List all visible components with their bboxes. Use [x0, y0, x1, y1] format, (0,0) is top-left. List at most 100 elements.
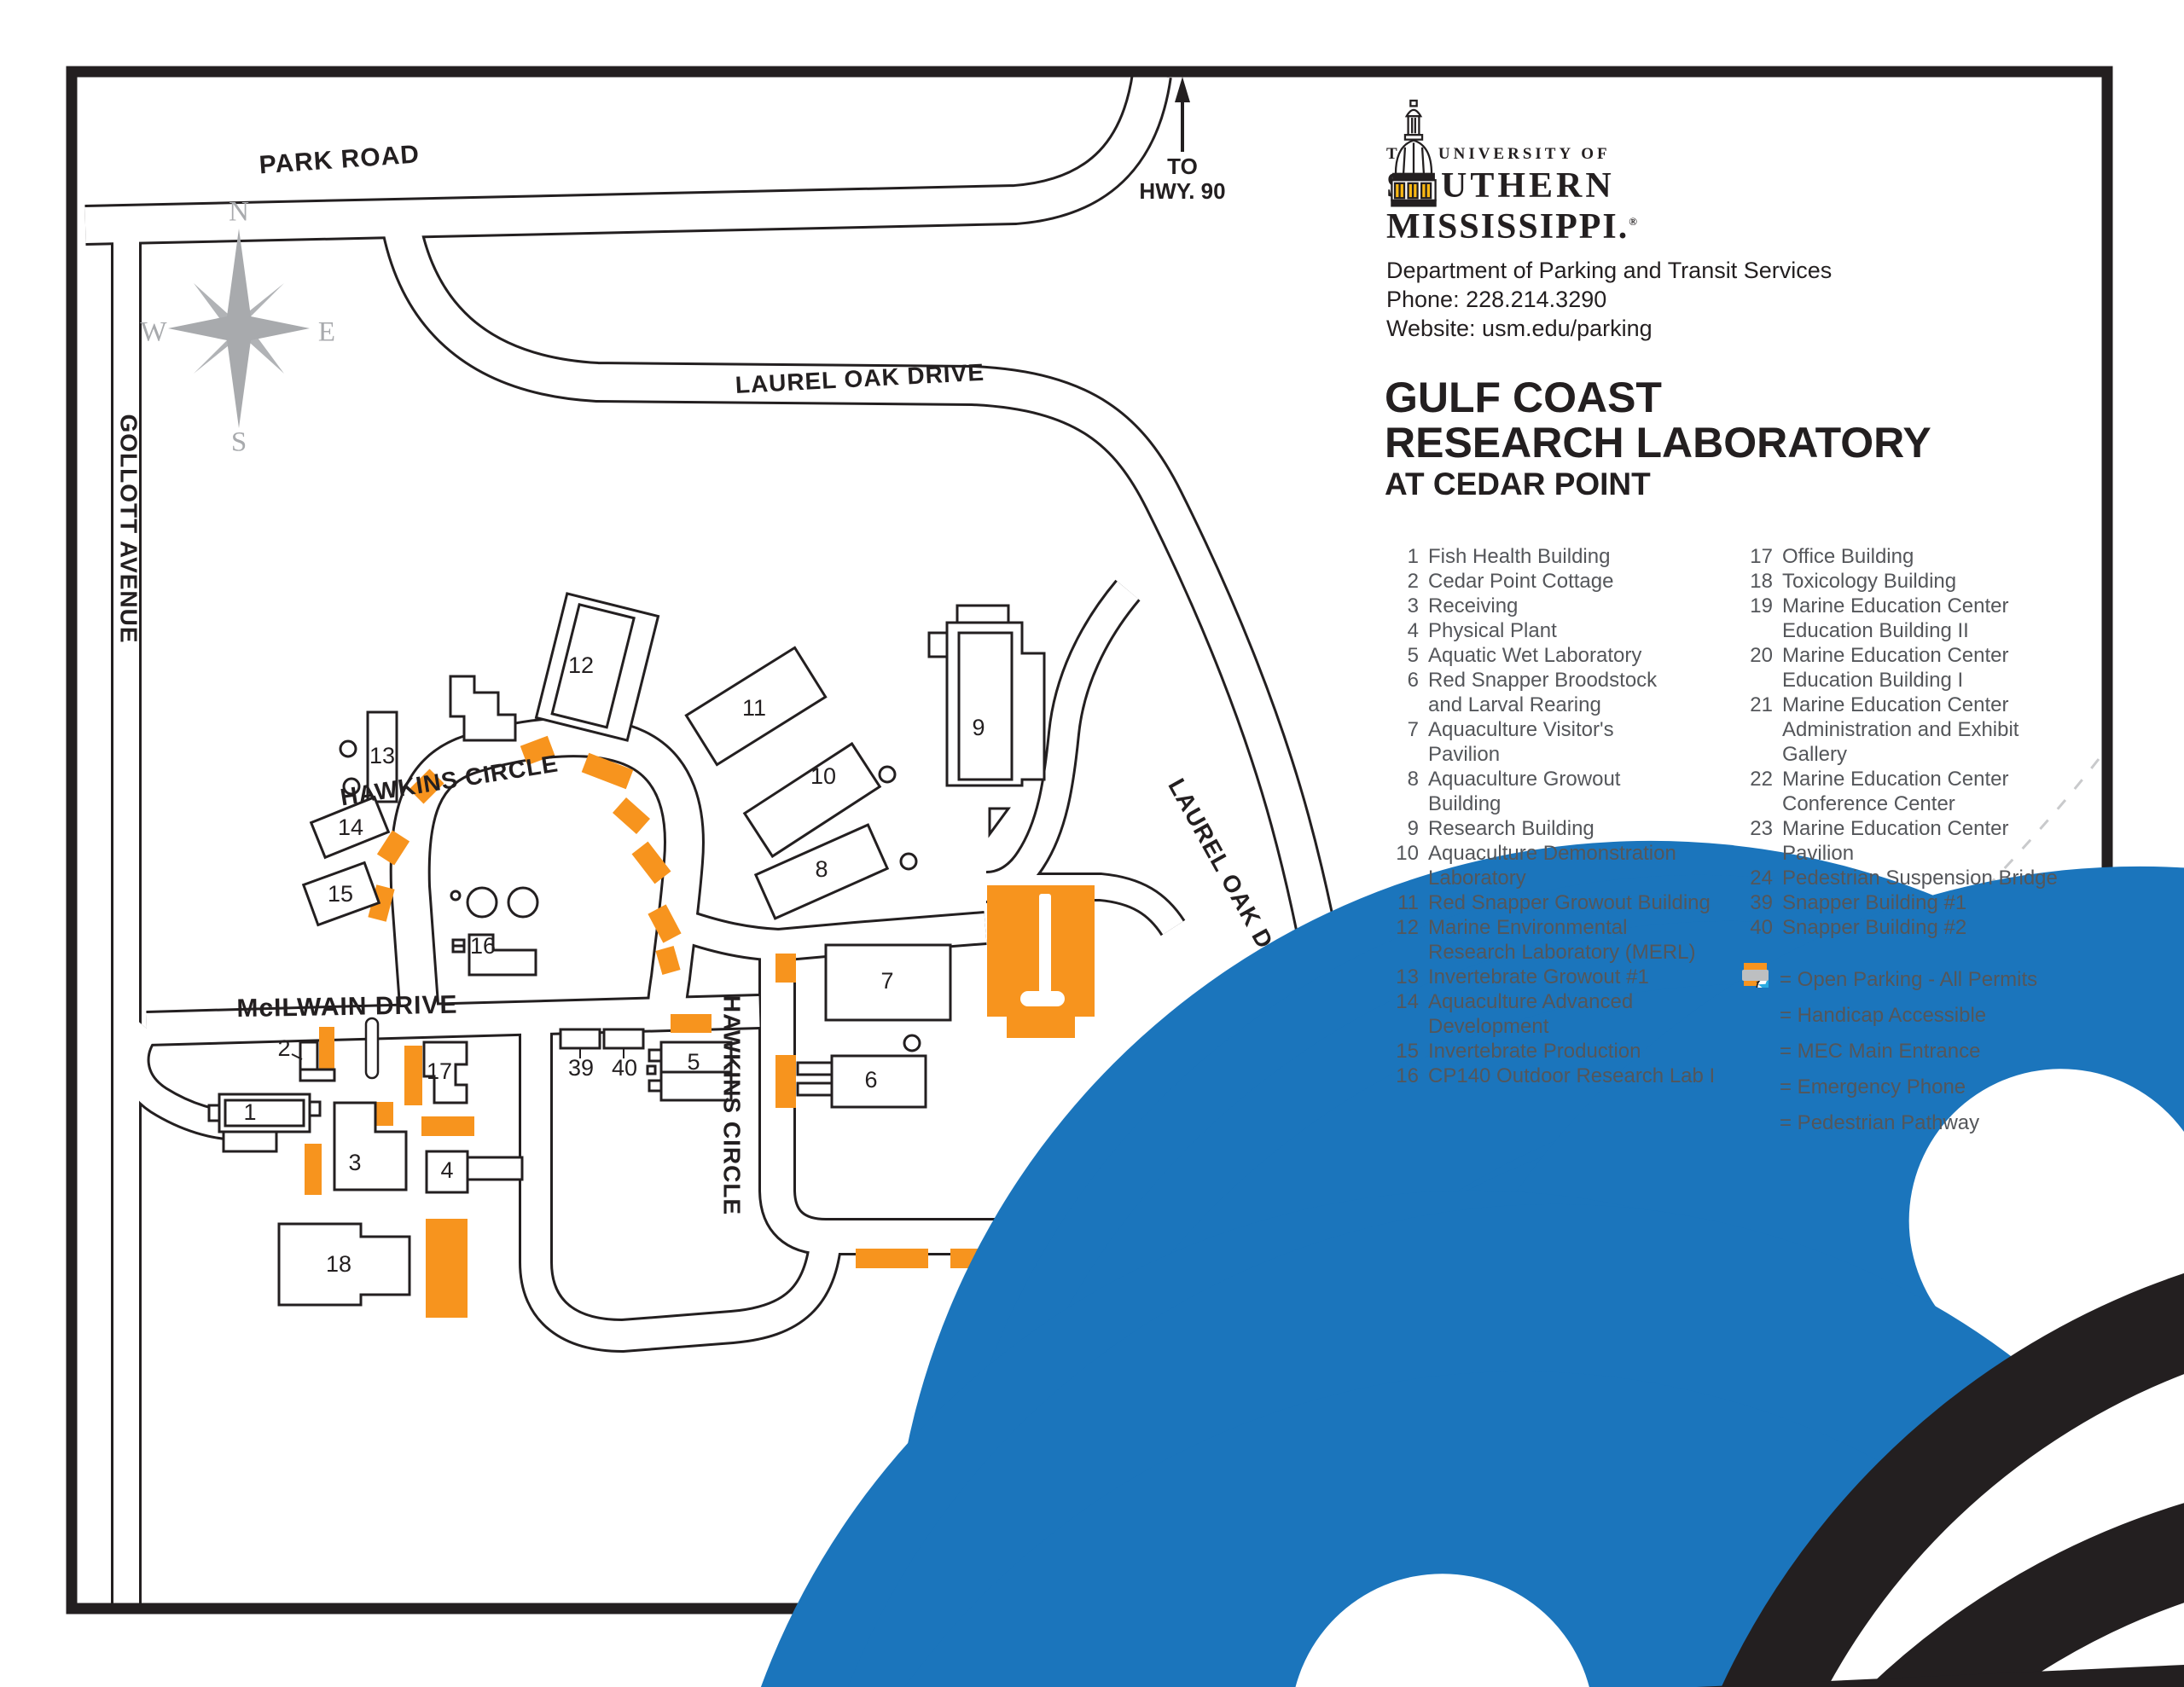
- building-number-label: 3: [348, 1150, 361, 1175]
- directory-item-number: 3: [1407, 594, 1419, 617]
- directory-item-line: Invertebrate Production: [1428, 1040, 1641, 1063]
- road-label: PARK ROAD: [258, 140, 421, 179]
- road-label: HAWKINS CIRCLE: [719, 995, 746, 1215]
- building-number-label: 40: [612, 1055, 637, 1081]
- building-number-label: 13: [369, 743, 395, 768]
- directory-item-line: CP140 Outdoor Research Lab I: [1428, 1064, 1716, 1087]
- directory-item-number: 1: [1407, 545, 1419, 568]
- directory-item-number: 24: [1750, 867, 1773, 890]
- legend-item: = Handicap Accessible: [1742, 975, 2037, 1034]
- directory-item-name: Snapper Building #2: [1782, 915, 1966, 940]
- directory-item-line: Aquatic Wet Laboratory: [1428, 644, 1642, 667]
- building-number-label: 10: [810, 763, 836, 789]
- building-number-label: 14: [338, 815, 363, 840]
- legend-item: = Emergency Phone: [1742, 975, 2037, 1105]
- directory-item-line: Gallery: [1782, 743, 1848, 766]
- map-title-line2: RESEARCH LABORATORY: [1385, 419, 1931, 467]
- handicap-legend-icon: [1742, 975, 1771, 1029]
- road-label: McILWAIN DRIVE: [236, 991, 458, 1023]
- directory-item-line: Snapper Building #1: [1782, 891, 1967, 914]
- map-title-line1: GULF COAST: [1385, 374, 1662, 421]
- directory-item-line: Office Building: [1782, 545, 1914, 568]
- building-number-label: 17: [427, 1058, 452, 1084]
- registered-trademark: ®: [1629, 215, 1639, 228]
- directory-item-number: 12: [1396, 916, 1419, 939]
- directory-item: 9 Research Building: [1386, 816, 1732, 841]
- usm-wordmark-line3-text: MISSISSIPPI.: [1386, 207, 1629, 246]
- directory-item: 1 Fish Health Building: [1386, 544, 1732, 569]
- directory-item-name: Physical Plant: [1428, 618, 1557, 643]
- directory-item-line: Red Snapper Growout Building: [1428, 891, 1711, 914]
- star-legend-icon: [1742, 976, 1771, 1064]
- road-label: GOLLOTT AVENUE: [116, 414, 142, 643]
- usm-brand: THE UNIVERSITY OF SOUTHERN MISSISSIPPI.®: [1386, 92, 2120, 247]
- legend-item: = Open Parking - All Permits: [1742, 962, 2037, 998]
- building-number-label: 39: [568, 1055, 594, 1081]
- map-title: GULF COAST RESEARCH LABORATORY AT CEDAR …: [1385, 375, 1931, 503]
- directory-item-line: Aquaculture Growout: [1428, 768, 1621, 791]
- directory-item-line: Marine Education Center: [1782, 594, 2009, 617]
- directory-item-line: Red Snapper Broodstock: [1428, 669, 1658, 692]
- directory-item-line: Aquaculture Visitor's: [1428, 718, 1614, 741]
- building-number-label: 6: [864, 1067, 877, 1093]
- usm-wordmark-line3: MISSISSIPPI.®: [1386, 206, 1639, 247]
- directory-item-line: Invertebrate Growout #1: [1428, 965, 1649, 988]
- legend-item: = Pedestrian Pathway: [1742, 970, 2037, 1141]
- directory-item-name: Fish Health Building: [1428, 544, 1610, 569]
- directory-item-name: Aquatic Wet Laboratory: [1428, 643, 1641, 668]
- legend-item: = MEC Main Entrance: [1742, 976, 2037, 1070]
- legend-item-label: = Open Parking - All Permits: [1780, 968, 2038, 991]
- directory-item-number: 18: [1750, 570, 1773, 593]
- directory-item-line: Laboratory: [1428, 867, 1526, 890]
- directory-item-number: 15: [1396, 1040, 1419, 1063]
- emergency-legend-icon: [1742, 975, 1771, 1100]
- compass-east-label: E: [318, 317, 335, 348]
- directory-item-number: 19: [1750, 594, 1773, 617]
- building-number-label: 7: [880, 968, 893, 994]
- legend-item-label: = Emergency Phone: [1780, 1075, 1966, 1099]
- mcilwain-median-island: [364, 1017, 380, 1080]
- map-title-line3: AT CEDAR POINT: [1385, 467, 1651, 501]
- directory-item-line: Cedar Point Cottage: [1428, 570, 1614, 593]
- directory-item-line: Marine Education Center: [1782, 693, 2009, 716]
- building-number-label: 18: [326, 1251, 351, 1277]
- building-number-label: 8: [815, 856, 828, 882]
- building-label-leader: [291, 1053, 303, 1060]
- to-hwy-line1: TO: [1167, 154, 1198, 179]
- directory-item-number: 9: [1407, 817, 1419, 840]
- directory-item-line: Conference Center: [1782, 792, 1955, 815]
- directory-item-line: Fish Health Building: [1428, 545, 1611, 568]
- directory-item-line: Marine Environmental: [1428, 916, 1628, 939]
- legend-item-label: = MEC Main Entrance: [1780, 1040, 1981, 1063]
- to-hwy-line2: HWY. 90: [1139, 178, 1225, 204]
- directory-item-line: Toxicology Building: [1782, 570, 1957, 593]
- directory-item-name: Research Building: [1428, 816, 1594, 841]
- directory-item-number: 21: [1750, 693, 1773, 716]
- directory-item-name: CP140 Outdoor Research Lab I: [1428, 1064, 1715, 1088]
- directory-item-name: Cedar Point Cottage: [1428, 569, 1613, 594]
- directory-item-name: Red Snapper Growout Building: [1428, 890, 1711, 915]
- directory-item-number: 7: [1407, 718, 1419, 741]
- directory-item-line: Snapper Building #2: [1782, 916, 1967, 939]
- directory-item-number: 11: [1397, 891, 1419, 914]
